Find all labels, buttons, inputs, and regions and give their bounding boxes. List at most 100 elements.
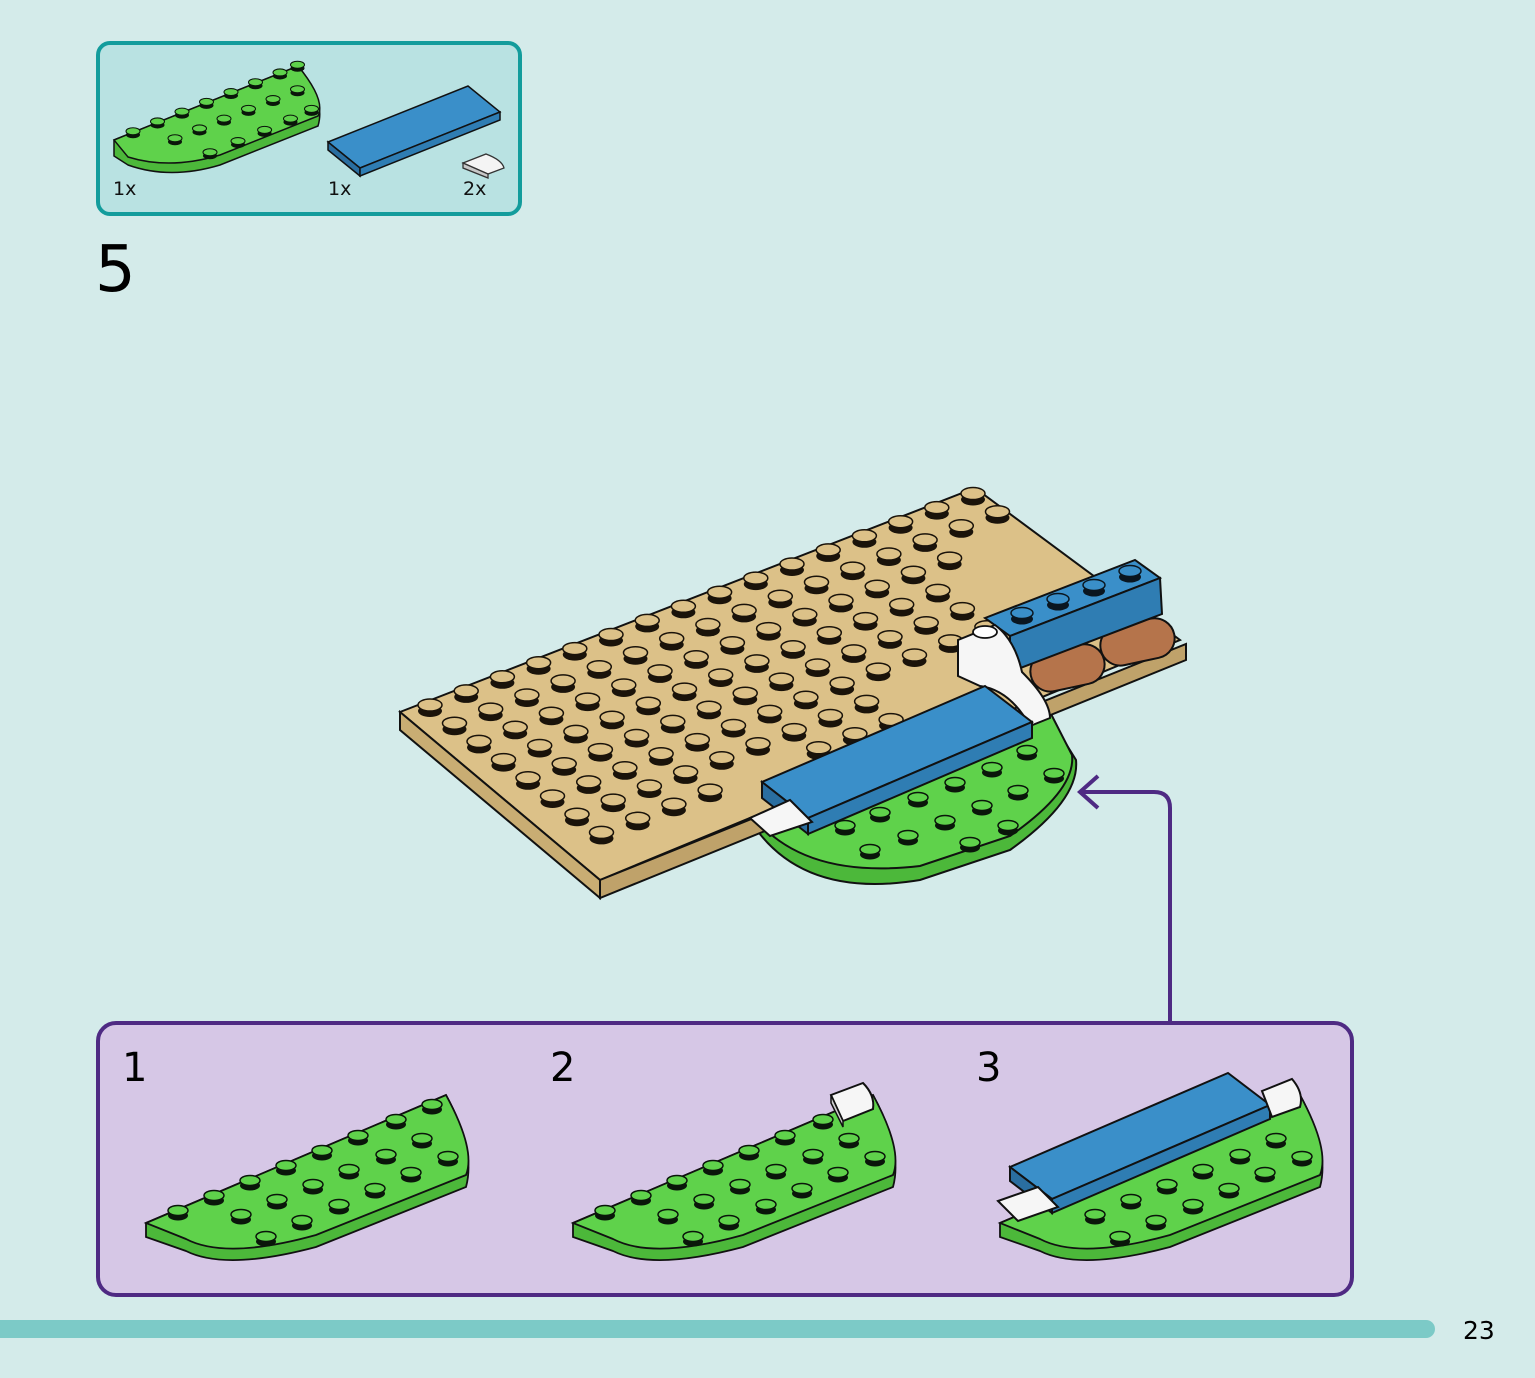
tan-stud	[706, 585, 733, 605]
tan-stud	[417, 698, 443, 718]
tan-stud	[792, 607, 818, 628]
tan-stud	[634, 613, 660, 634]
page-progress-bar	[0, 1320, 1435, 1338]
page-number: 23	[1463, 1316, 1495, 1345]
tan-stud	[719, 635, 746, 656]
tan-stud	[816, 625, 843, 646]
tan-stud	[731, 603, 757, 624]
assembly-arrow	[1076, 774, 1172, 1022]
tan-stud	[697, 783, 723, 803]
tan-stud	[550, 674, 576, 694]
tan-stud	[441, 716, 468, 736]
tan-stud	[780, 640, 806, 660]
tan-stud	[888, 597, 915, 618]
parts-green-half-plate	[112, 60, 321, 174]
substep-3-illustration	[996, 1071, 1324, 1261]
tan-stud	[887, 514, 914, 535]
tan-stud	[984, 504, 1011, 525]
tan-stud	[624, 811, 651, 832]
tan-stud	[768, 672, 795, 692]
tan-stud	[925, 583, 951, 604]
tan-stud	[900, 565, 927, 585]
tan-stud	[525, 655, 552, 676]
tan-stud	[865, 662, 892, 682]
tan-stud	[683, 650, 709, 670]
tan-stud	[877, 630, 903, 650]
tan-stud	[502, 720, 528, 741]
parts-blue-tile	[326, 85, 502, 178]
tan-stud	[803, 575, 830, 595]
tan-stud	[852, 611, 879, 632]
tan-stud	[623, 728, 650, 749]
tan-stud	[575, 775, 602, 795]
tan-stud	[709, 751, 735, 771]
tan-stud	[936, 551, 963, 571]
tan-stud	[670, 599, 697, 620]
tan-stud	[841, 644, 867, 664]
tan-stud	[526, 738, 553, 759]
tan-stud	[574, 692, 601, 712]
tan-stud	[586, 660, 613, 680]
tan-stud	[901, 648, 928, 668]
tan-stud	[815, 543, 841, 563]
tan-stud	[599, 710, 625, 731]
tan-stud	[477, 702, 504, 722]
substep-number-1: 1	[122, 1045, 148, 1091]
tan-stud	[660, 714, 686, 735]
part-qty-2: 1x	[328, 178, 352, 200]
tan-stud	[745, 736, 771, 757]
tan-stud	[695, 617, 721, 638]
tan-stud	[489, 670, 516, 690]
tan-stud	[743, 571, 769, 591]
tan-stud	[622, 645, 649, 666]
tan-stud	[744, 654, 770, 674]
tan-stud	[949, 601, 976, 622]
tan-stud	[563, 724, 589, 745]
tan-stud	[853, 694, 880, 715]
tan-stud	[767, 589, 794, 610]
tan-stud	[913, 615, 939, 636]
tan-stud	[538, 706, 565, 726]
tan-stud	[817, 708, 844, 729]
part-qty-1: 1x	[113, 178, 137, 200]
substep-number-3: 3	[976, 1045, 1002, 1091]
tan-stud	[564, 807, 590, 827]
tan-stud	[864, 579, 890, 600]
tan-stud	[658, 631, 685, 652]
tan-stud	[912, 533, 938, 553]
tan-stud	[671, 682, 698, 702]
tan-stud	[781, 722, 807, 743]
tan-stud	[696, 700, 722, 721]
tan-stud	[720, 718, 747, 739]
tan-stud	[648, 746, 674, 767]
tan-stud	[793, 690, 819, 711]
tan-stud	[960, 486, 986, 507]
tan-stud	[636, 779, 663, 799]
tan-stud	[732, 686, 758, 706]
tan-stud	[756, 704, 783, 725]
tan-stud	[490, 752, 517, 773]
tan-stud	[839, 561, 866, 581]
main-build-illustration	[398, 486, 1187, 901]
substep-number-2: 2	[550, 1045, 576, 1091]
substep-1-illustration	[145, 1094, 470, 1261]
tan-stud	[647, 664, 673, 684]
tan-stud	[598, 627, 624, 648]
tan-stud	[661, 797, 687, 817]
tan-stud	[684, 732, 711, 753]
tan-stud	[707, 668, 734, 688]
step-number: 5	[95, 233, 136, 307]
tan-stud	[562, 641, 588, 662]
tan-stud	[876, 547, 902, 567]
tan-stud	[551, 756, 577, 777]
tan-stud	[672, 765, 699, 785]
part-qty-3: 2x	[463, 178, 487, 200]
tan-stud	[829, 676, 855, 696]
tan-stud	[453, 684, 479, 704]
tan-stud	[611, 678, 637, 698]
tan-stud	[851, 529, 878, 549]
tan-stud	[804, 658, 831, 678]
substep-2-illustration	[572, 1081, 897, 1261]
white-slope-brick	[957, 623, 1052, 728]
